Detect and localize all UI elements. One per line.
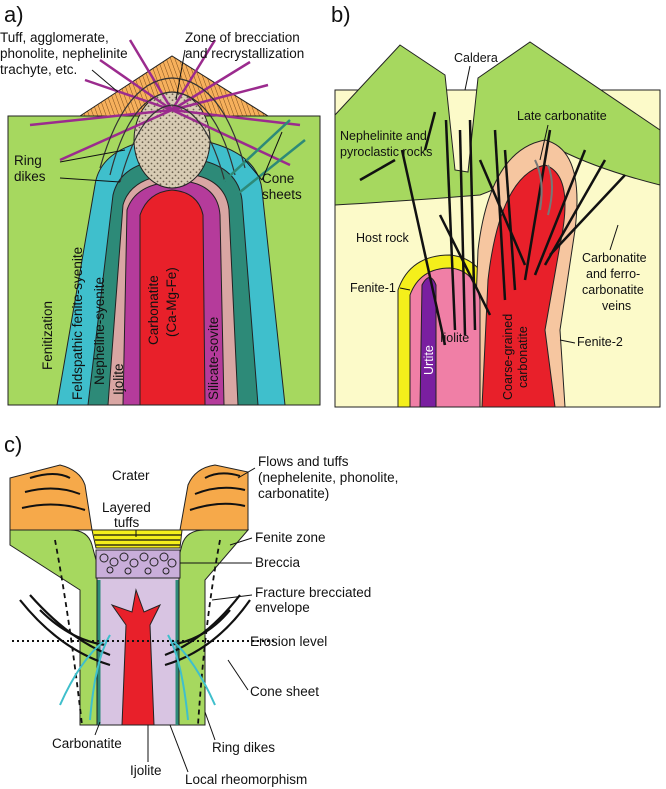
panel-c-cone-leader bbox=[227, 659, 249, 691]
panel-c-flows-right bbox=[179, 464, 249, 531]
panel-b-late-carbonatite bbox=[534, 159, 553, 216]
panel-c-ring-leader bbox=[204, 711, 216, 741]
panel-c-flows-leader bbox=[237, 467, 256, 479]
panel-a-tuff-label: Tuff, agglomerate, phonolite, nephelinit… bbox=[0, 30, 131, 77]
panel-c-cone-sheet-label: Cone sheet bbox=[250, 684, 319, 699]
panel-a-brecciation-leader bbox=[175, 49, 186, 101]
panel-c-breccia-label: Breccia bbox=[255, 555, 301, 570]
panel-a-cone-leader-1 bbox=[244, 159, 263, 181]
panel-c: c) bbox=[4, 432, 402, 787]
panel-c-carbonatite-label: Carbonatite bbox=[52, 736, 122, 751]
panel-a-ring-leader-2 bbox=[59, 177, 121, 183]
panel-b-veins-leader bbox=[609, 224, 619, 251]
panel-a-letter: a) bbox=[4, 2, 24, 27]
panel-b-veins-label: Carbonatite and ferro- carbonatite veins bbox=[582, 251, 650, 313]
panel-a-ring-dikes-label: Ring dikes bbox=[14, 153, 46, 184]
panel-a-feldspathic-label: Feldspathic fenite-syenite bbox=[70, 247, 85, 400]
panel-a: a) bbox=[0, 2, 321, 406]
panel-c-fracture-lines bbox=[54, 539, 221, 726]
panel-a-fenitization-label: Fenitization bbox=[40, 301, 55, 370]
panel-c-rheomorphism-label: Local rheomorphism bbox=[185, 772, 307, 787]
panel-c-fracture-leader bbox=[211, 594, 253, 601]
panel-b-ijolite-label: Ijolite bbox=[440, 331, 469, 345]
panel-b-veins bbox=[359, 111, 626, 346]
panel-b-letter: b) bbox=[331, 2, 351, 27]
panel-b-nephelinite-label: Nephelinite and pyroclastic rocks bbox=[340, 129, 432, 159]
panel-a-ijolite-label: Ijolite bbox=[111, 363, 126, 395]
panel-a-cone-leader-2 bbox=[261, 131, 283, 181]
panel-b-fenite1-label: Fenite-1 bbox=[350, 281, 396, 295]
panel-a-brecciation-zone bbox=[133, 91, 211, 189]
panel-b-late-leader bbox=[539, 124, 549, 161]
panel-c-carbonatite-leader bbox=[94, 721, 101, 736]
panel-b-fenite2-label: Fenite-2 bbox=[577, 335, 623, 349]
panel-a-cone-sheets bbox=[219, 119, 306, 201]
panel-c-erosion-label: Erosion level bbox=[250, 634, 327, 649]
panel-a-carbonatite-core bbox=[139, 189, 206, 406]
panel-c-flow-lines bbox=[21, 472, 246, 511]
panel-c-fenite-leader bbox=[229, 537, 253, 546]
panel-b-caldera-label: Caldera bbox=[454, 51, 498, 65]
panel-c-tuff-lines bbox=[94, 534, 181, 546]
panel-c-crater-label: Crater bbox=[112, 468, 150, 483]
panel-a-ring-arcs bbox=[99, 77, 246, 183]
panel-c-fracture-label: Fracture brecciated envelope bbox=[255, 585, 375, 615]
panel-c-flows-label: Flows and tuffs (nephelenite, phonolite,… bbox=[258, 454, 402, 501]
panel-c-flows-left bbox=[9, 464, 93, 531]
panel-c-fenite-zone-label: Fenite zone bbox=[255, 530, 326, 545]
panel-b-fenite2-leader bbox=[559, 339, 576, 344]
panel-b-late-label: Late carbonatite bbox=[517, 109, 607, 123]
panel-b-fenite1-leader bbox=[399, 287, 411, 291]
panel-a-sovite-label: Silicate-sovite bbox=[206, 317, 221, 400]
panel-a-nepheline-label: Nepheline-syenite bbox=[92, 277, 107, 385]
panel-a-cone-sheets-label: Cone sheets bbox=[262, 171, 302, 202]
panel-b-coarse-label: Coarse-grained carbonatite bbox=[501, 310, 530, 400]
panel-c-carbonatite-core bbox=[110, 588, 162, 726]
panel-c-breccia-clasts bbox=[99, 552, 177, 575]
panel-b: b) bbox=[331, 2, 661, 408]
panel-c-layered-label: Layered tuffs bbox=[102, 500, 155, 530]
panel-c-letter: c) bbox=[4, 432, 22, 457]
panel-c-rheo-leader bbox=[169, 724, 189, 773]
panel-b-caldera-leader bbox=[464, 65, 471, 91]
panel-a-carbonatite-label: Carbonatite (Ca-Mg-Fe) bbox=[146, 267, 179, 345]
panel-a-ring-dikes bbox=[29, 39, 301, 167]
panel-b-host-label: Host rock bbox=[356, 231, 410, 245]
panel-a-ring-leader-1 bbox=[59, 149, 126, 163]
panel-c-ring-dikes-label: Ring dikes bbox=[212, 740, 275, 755]
panel-a-tuff-leader bbox=[91, 69, 119, 93]
panel-b-urtite-label: Urtite bbox=[422, 345, 436, 375]
panel-c-ijolite-label: Ijolite bbox=[130, 763, 162, 778]
panel-a-brecciation-label: Zone of brecciation and recrystallizatio… bbox=[185, 30, 304, 61]
